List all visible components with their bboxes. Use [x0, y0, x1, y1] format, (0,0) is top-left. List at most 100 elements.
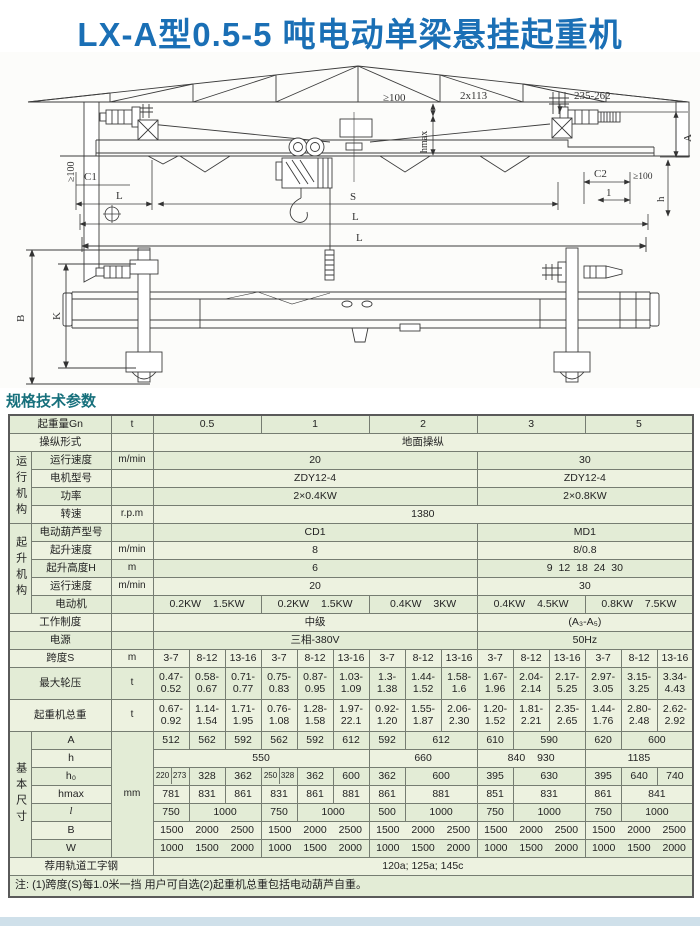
- table-cell: 1.3-1.38: [368, 666, 406, 700]
- table-cell: 750: [260, 802, 298, 822]
- table-cell: 2: [368, 414, 478, 434]
- table-cell: m: [110, 648, 154, 668]
- table-cell: 0.87-0.95: [296, 666, 334, 700]
- table-cell: 起重机总重: [8, 698, 112, 732]
- table-cell: 562: [188, 730, 226, 750]
- table-cell: 0.47-0.52: [152, 666, 190, 700]
- front-dimensions: [75, 101, 688, 230]
- table-cell: [110, 612, 154, 632]
- table-cell: 500: [368, 802, 406, 822]
- table-cell: 0.5: [152, 414, 262, 434]
- table-cell: 600: [332, 766, 370, 786]
- dim-l-mid: L: [352, 211, 359, 223]
- table-cell: 功率: [30, 486, 112, 506]
- table-cell: 1000: [620, 802, 694, 822]
- table-cell: m/min: [110, 576, 154, 596]
- table-cell: 0.92-1.20: [368, 698, 406, 732]
- right-wall-column: [675, 101, 690, 158]
- dim-gap-right: ≥100: [633, 172, 653, 182]
- table-cell: A: [30, 730, 112, 750]
- dim-end-clearance: 235-262: [574, 90, 611, 102]
- table-cell: 中级: [152, 612, 478, 632]
- table-cell: 630: [512, 766, 586, 786]
- table-cell: 600: [620, 730, 694, 750]
- table-cell: mm: [110, 730, 154, 858]
- dim-b: B: [15, 315, 27, 322]
- footer-strip: [0, 917, 700, 926]
- table-cell: 2.06-2.30: [440, 698, 478, 732]
- table-cell: 5: [584, 414, 694, 434]
- dim-one: 1: [606, 187, 612, 199]
- table-cell: ZDY12-4: [476, 468, 694, 488]
- left-end-trolley-front: [99, 104, 159, 141]
- dim-span-s: S: [350, 191, 356, 203]
- table-cell: 610: [476, 730, 514, 750]
- table-cell: r.p.m: [110, 504, 154, 524]
- table-cell: 13-16: [332, 648, 370, 668]
- dim-c1: C1: [84, 171, 97, 183]
- table-cell: 运行机构: [8, 450, 32, 524]
- table-cell: 8-12: [188, 648, 226, 668]
- table-cell: 13-16: [656, 648, 694, 668]
- table-cell: 0.58-0.67: [188, 666, 226, 700]
- table-cell: 0.67-0.92: [152, 698, 190, 732]
- table-cell: 3: [476, 414, 586, 434]
- table-cell: 612: [332, 730, 370, 750]
- table-cell: m/min: [110, 540, 154, 560]
- table-row: 操纵形式地面操纵: [8, 432, 694, 452]
- table-cell: 1000: [188, 802, 262, 822]
- table-cell: 3-7: [152, 648, 190, 668]
- table-cell: 基本尺寸: [8, 730, 32, 858]
- table-cell: 861: [296, 784, 334, 804]
- left-wall-column: [83, 101, 100, 283]
- table-cell: 881: [332, 784, 370, 804]
- dim-bolt-spacing: 2x113: [460, 90, 488, 102]
- table-cell: t: [110, 414, 154, 434]
- table-cell: 1000 1500 2000: [260, 838, 370, 858]
- table-cell: 6: [152, 558, 478, 578]
- table-cell: 电机型号: [30, 468, 112, 488]
- table-cell: 1.71-1.95: [224, 698, 262, 732]
- table-cell: 2×0.8KW: [476, 486, 694, 506]
- table-cell: 地面操纵: [152, 432, 694, 452]
- table-cell: 395: [476, 766, 514, 786]
- table-cell: 740: [656, 766, 694, 786]
- table-cell: 592: [368, 730, 406, 750]
- table-cell: 562: [260, 730, 298, 750]
- table-cell: 2.97-3.05: [584, 666, 622, 700]
- page-title: LX-A型0.5-5 吨电动单梁悬挂起重机: [77, 16, 623, 53]
- table-cell: 0.2KW 1.5KW: [152, 594, 262, 614]
- table-cell: [110, 468, 154, 488]
- table-cell: 612: [404, 730, 478, 750]
- table-cell: 0.75-0.83: [260, 666, 298, 700]
- split-value: 328: [278, 768, 296, 784]
- table-cell: 13-16: [548, 648, 586, 668]
- table-cell: t: [110, 698, 154, 732]
- table-cell: 550: [152, 748, 370, 768]
- table-cell: 328: [188, 766, 226, 786]
- table-cell: 861: [368, 784, 406, 804]
- table-cell: 1500 2000 2500: [584, 820, 694, 840]
- table-cell: 781: [152, 784, 190, 804]
- table-row: 注: (1)跨度(S)每1.0米一挡 用户可自选(2)起重机总重包括电动葫芦自重…: [8, 874, 694, 898]
- table-cell: CD1: [152, 522, 478, 542]
- table-cell: 512: [152, 730, 190, 750]
- table-cell: 1.44-1.52: [404, 666, 442, 700]
- table-cell: 620: [584, 730, 622, 750]
- table-cell: 1.20-1.52: [476, 698, 514, 732]
- table-cell: [110, 630, 154, 650]
- table-cell: 30: [476, 450, 694, 470]
- table-cell: 590: [512, 730, 586, 750]
- table-cell: 831: [188, 784, 226, 804]
- table-cell: 30: [476, 576, 694, 596]
